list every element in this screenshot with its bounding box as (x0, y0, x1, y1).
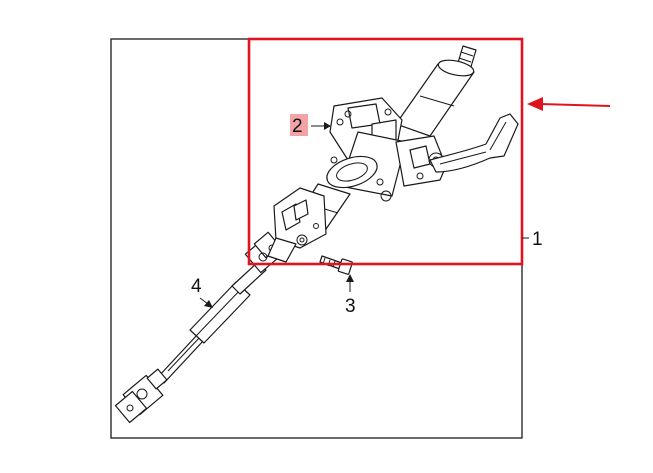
callout-2-label: 2 (292, 116, 303, 137)
red-pointer-arrow (527, 97, 611, 111)
callout-2: 2 (290, 114, 331, 137)
steering-column-assembly-highlight (247, 37, 524, 266)
callout-2-highlight (290, 114, 308, 136)
callout-1: 1 (522, 229, 543, 250)
callout-1-label: 1 (532, 229, 543, 250)
callout-3-label: 3 (345, 296, 356, 317)
steering-column-assembly (267, 45, 477, 263)
callout-4-label: 4 (191, 276, 202, 297)
callout-3: 3 (345, 274, 356, 317)
callout-4: 4 (191, 276, 213, 308)
tilt-lock-lever (429, 113, 519, 173)
intermediate-shaft (114, 231, 282, 424)
